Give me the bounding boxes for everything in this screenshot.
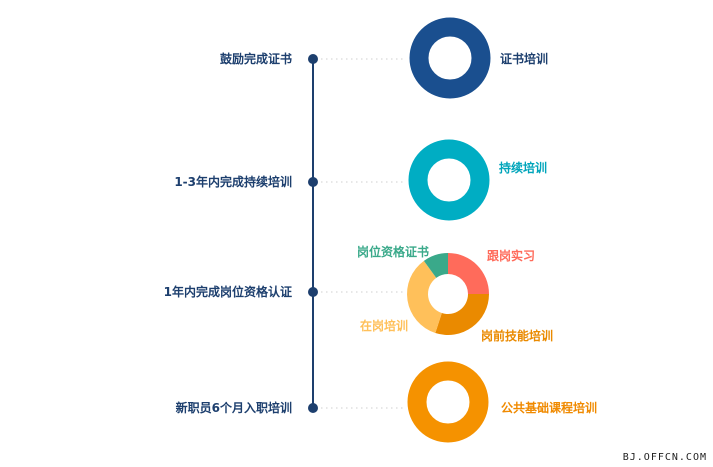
timeline-node <box>308 177 318 187</box>
stage-label: 新职员6个月入职培训 <box>176 400 292 415</box>
watermark: BJ.OFFCN.COM <box>622 452 707 463</box>
stage-label: 1-3年内完成持续培训 <box>174 174 292 189</box>
donut-chart <box>407 253 489 335</box>
ring-certificate-training <box>409 17 491 99</box>
ring-basic-course-training <box>407 361 489 443</box>
donut-segment <box>435 294 489 335</box>
segment-label-on-job: 在岗培训 <box>360 318 408 333</box>
timeline-node <box>308 54 318 64</box>
donut-segment <box>407 260 442 333</box>
ring-continuous-training <box>408 139 490 221</box>
ring-label: 证书培训 <box>500 51 548 66</box>
stage-label: 1年内完成岗位资格认证 <box>164 284 292 299</box>
segment-label-pre-job: 岗前技能培训 <box>481 328 553 343</box>
stage-label: 鼓励完成证书 <box>220 51 292 66</box>
ring-label: 持续培训 <box>499 160 547 175</box>
timeline-node <box>308 287 318 297</box>
donut-segment <box>423 253 448 278</box>
timeline-node <box>308 403 318 413</box>
segment-label-certificate: 岗位资格证书 <box>357 244 429 259</box>
donut-segment <box>448 253 489 294</box>
segment-label-shadowing: 跟岗实习 <box>487 248 535 263</box>
ring-label: 公共基础课程培训 <box>501 400 597 415</box>
